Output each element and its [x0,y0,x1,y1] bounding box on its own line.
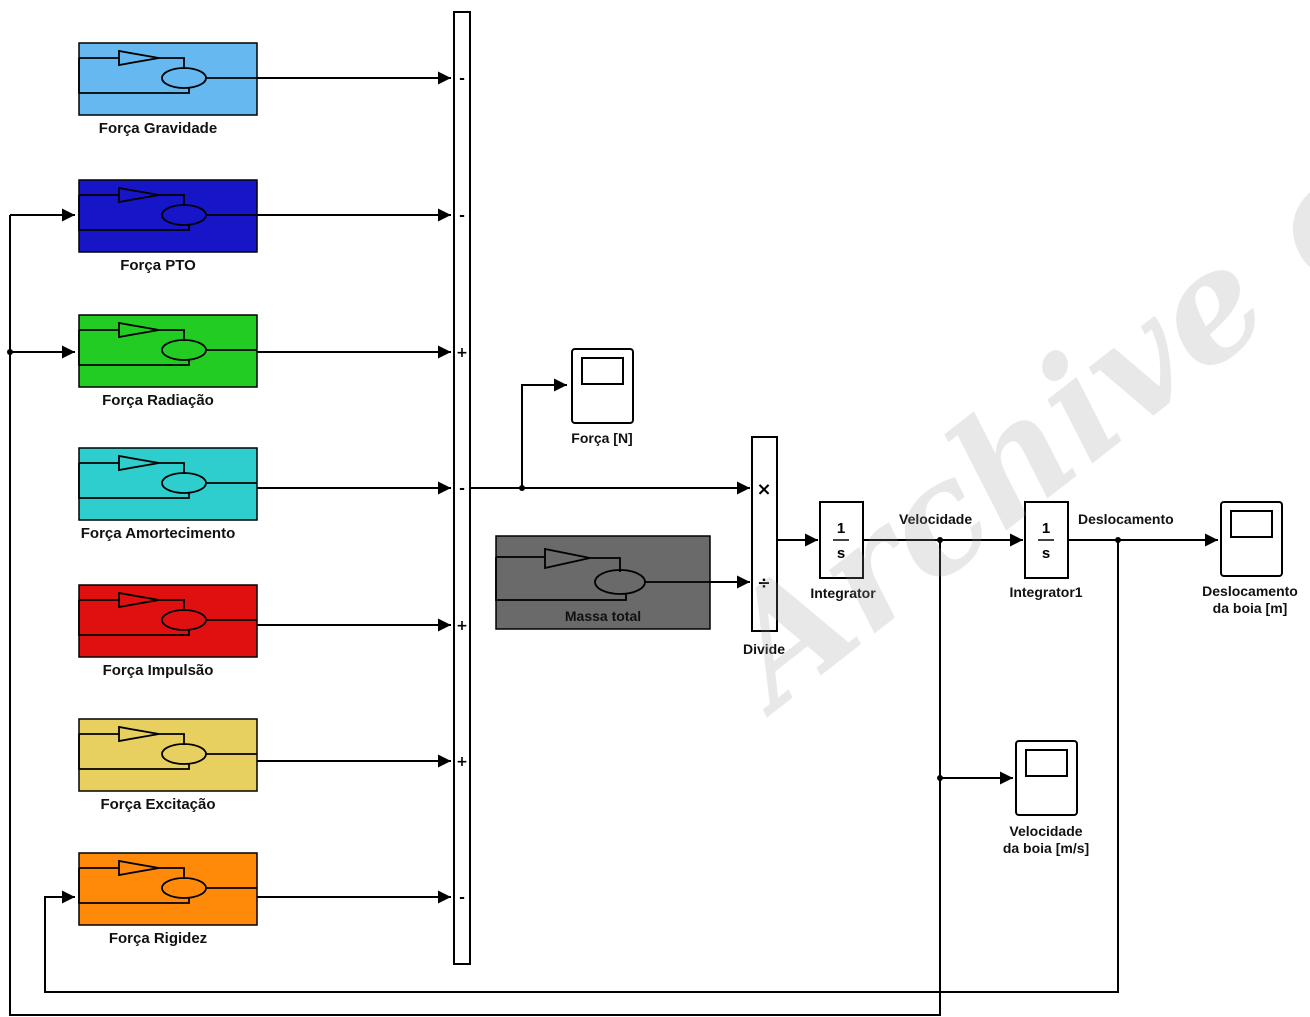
subsystem-block-6[interactable] [78,718,258,792]
divide-mult-sign: × [756,479,771,500]
sum-sign: - [459,208,465,224]
subsystem-block-5[interactable] [78,584,258,658]
sum-sign: + [456,754,468,770]
integrator1-block[interactable]: 1 s [1024,501,1069,579]
subsystem-block-2[interactable] [78,179,258,253]
subsystem-label-1: Força Gravidade [98,120,218,137]
massa-total-block[interactable] [495,535,711,630]
gain-product-icon [78,49,257,94]
force-subsystems [78,42,451,926]
subsystem-block-3[interactable] [78,314,258,388]
subsystem-block-7[interactable] [78,852,258,926]
subsystem-label-5: Força Impulsão [102,662,214,679]
svg-text:s: s [1042,545,1050,562]
svg-text:s: s [837,545,845,562]
gain-product-icon [78,591,257,636]
gain-product-icon [78,454,257,499]
divide-div-sign: ÷ [757,573,770,592]
gain-product-icon [78,725,257,770]
sum-sign: + [456,618,468,634]
subsystem-block-4[interactable] [78,447,258,521]
divide-block[interactable] [751,436,778,632]
sum-sign: + [456,345,468,361]
subsystem-label-7: Força Rigidez [108,930,208,947]
svg-text:1: 1 [1042,520,1050,537]
scope-forca-label: Força [N] [571,430,633,446]
subsystem-label-4: Força Amortecimento [80,525,236,542]
svg-text:1: 1 [837,520,845,537]
divide-label: Divide [742,641,786,657]
subsystem-block-1[interactable] [78,42,258,116]
gain-product-icon [78,859,257,904]
subsystem-label-2: Força PTO [120,257,196,274]
feedback-lines [9,208,1119,1016]
sum-output-lines [470,378,750,495]
gain-product-icon [78,186,257,231]
integrator-block[interactable]: 1 s [819,501,864,579]
scope-forca[interactable] [571,348,634,424]
subsystem-label-6: Força Excitação [100,796,216,813]
scope-deslocamento[interactable] [1220,501,1283,577]
integrator-label: Integrator [810,585,876,601]
scope-velocidade[interactable] [1015,740,1078,816]
sum-sign: - [459,890,465,906]
massa-total-label: Massa total [564,608,642,624]
signal-velocidade-label: Velocidade [899,511,973,527]
signal-deslocamento-label: Deslocamento [1078,511,1174,527]
sum-sign: - [459,71,465,87]
gain-product-icon [78,321,257,366]
sum-sign: - [459,481,465,497]
sum-signs: - - + - + + - [456,71,468,906]
subsystem-label-3: Força Radiação [102,392,214,409]
integrator1-label: Integrator1 [1009,584,1083,600]
